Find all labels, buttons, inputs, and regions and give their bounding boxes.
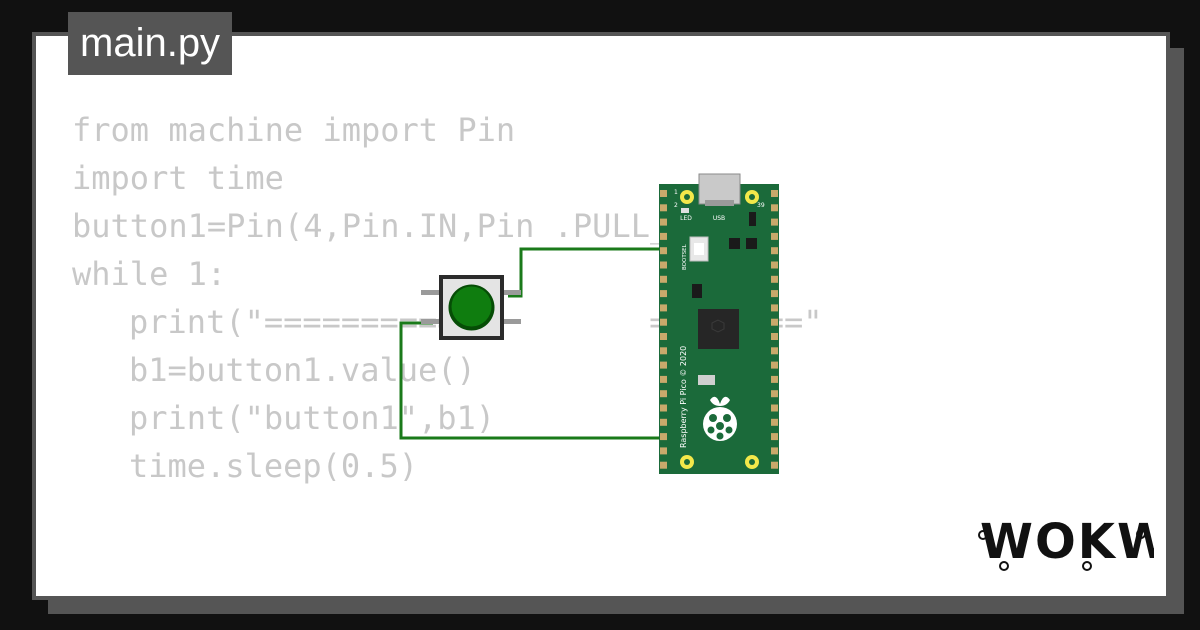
button-leg (503, 319, 521, 324)
pin-label: 39 (757, 202, 765, 209)
mounting-hole-center (684, 194, 690, 200)
code-line: time.sleep(0.5) (129, 447, 418, 485)
code-line: while 1: (72, 255, 227, 293)
pin-pad[interactable] (771, 404, 778, 412)
pin-pad[interactable] (771, 275, 778, 283)
pin-pad[interactable] (771, 218, 778, 226)
pin-pad[interactable] (660, 204, 667, 212)
bootsel-label: BOOTSEL (682, 243, 688, 270)
pin-pad[interactable] (660, 390, 667, 398)
board-silk-text: Raspberry Pi Pico © 2020 (679, 346, 688, 448)
logo-text: WOKWI (980, 514, 1154, 570)
wire-top[interactable] (508, 247, 668, 298)
component-chip (749, 212, 756, 226)
usb-connector (698, 173, 741, 205)
led-label: LED (680, 215, 692, 222)
logo-node-icon (1136, 529, 1146, 539)
pin-pad[interactable] (771, 290, 778, 298)
code-line: print("button1",b1) (129, 399, 496, 437)
pin-pad[interactable] (771, 361, 778, 369)
pin-pad[interactable] (771, 318, 778, 326)
pin-pad[interactable] (771, 375, 778, 383)
pin-pad[interactable] (771, 333, 778, 340)
pin-pad[interactable] (660, 232, 667, 240)
pin-pad[interactable] (771, 232, 778, 240)
button-leg (503, 290, 521, 295)
pin-pad[interactable] (771, 418, 778, 426)
pin-pad[interactable] (660, 290, 667, 298)
raspberry-logo-icon (703, 396, 737, 441)
pin-label: 2 (674, 202, 678, 209)
usb-connector-base (705, 200, 734, 206)
wokwi-logo[interactable]: WOKWI (944, 496, 1154, 576)
logo-node-icon (1082, 561, 1092, 571)
pin-pad[interactable] (660, 447, 667, 455)
pin-pad[interactable] (660, 375, 667, 383)
pin-pad[interactable] (660, 304, 667, 312)
pin-pad[interactable] (660, 218, 667, 226)
pin-pad[interactable] (771, 261, 778, 269)
button-leg (421, 319, 439, 324)
led-icon (681, 208, 689, 213)
pin-pad[interactable] (771, 190, 778, 197)
pin-label: 1 (674, 189, 678, 196)
component-crystal (698, 375, 715, 385)
pin-pad[interactable] (660, 461, 667, 469)
pin-pad[interactable] (660, 404, 667, 412)
pin-pad[interactable] (660, 247, 667, 255)
component-chip (729, 238, 740, 249)
pin-pad[interactable] (660, 261, 667, 269)
code-line: button1=Pin(4,Pin.IN,Pin .PULL_ (72, 207, 670, 245)
left-pin-header (660, 190, 667, 469)
project-card[interactable]: from machine import Pin import time button… (32, 32, 1170, 600)
usb-label: USB (713, 215, 725, 222)
pin-pad[interactable] (660, 333, 667, 340)
button-cap[interactable] (451, 286, 492, 327)
pin-pad[interactable] (771, 447, 778, 455)
pin-pad[interactable] (771, 347, 778, 355)
mounting-hole-center (684, 459, 690, 465)
component-chip (692, 284, 702, 298)
pin-pad[interactable] (771, 247, 778, 255)
pin-pad[interactable] (660, 361, 667, 369)
pin-pad[interactable] (660, 347, 667, 355)
pin-pad[interactable] (771, 390, 778, 398)
code-line: b1=button1.value() (129, 351, 476, 389)
code-line: import time (72, 159, 284, 197)
pin-pad[interactable] (771, 304, 778, 312)
push-button[interactable] (421, 275, 521, 340)
mounting-hole-center (749, 194, 755, 200)
pin-pad[interactable] (660, 275, 667, 283)
pin-pad[interactable] (660, 190, 667, 197)
bootsel-cap (694, 243, 704, 255)
code-preview: from machine import Pin import time button… (72, 106, 823, 490)
code-line: from machine import Pin (72, 111, 516, 149)
pin-pad[interactable] (771, 461, 778, 469)
pin-pad[interactable] (660, 433, 667, 441)
pin-pad[interactable] (660, 418, 667, 426)
file-tab[interactable]: main.py (68, 12, 233, 75)
right-pin-header (771, 190, 778, 469)
logo-node-icon (999, 561, 1009, 571)
pin-pad[interactable] (771, 204, 778, 212)
wire-bottom[interactable] (399, 321, 668, 440)
chip-logo-icon (711, 319, 725, 333)
pin-pad[interactable] (660, 318, 667, 326)
pin-pad[interactable] (771, 433, 778, 441)
pico-board[interactable]: USB LED 1 2 39 BOOTSEL (659, 173, 779, 474)
button-leg (421, 290, 439, 295)
rp2040-chip (698, 309, 739, 349)
component-chip (746, 238, 757, 249)
mounting-hole-center (749, 459, 755, 465)
logo-node-icon (978, 530, 988, 540)
